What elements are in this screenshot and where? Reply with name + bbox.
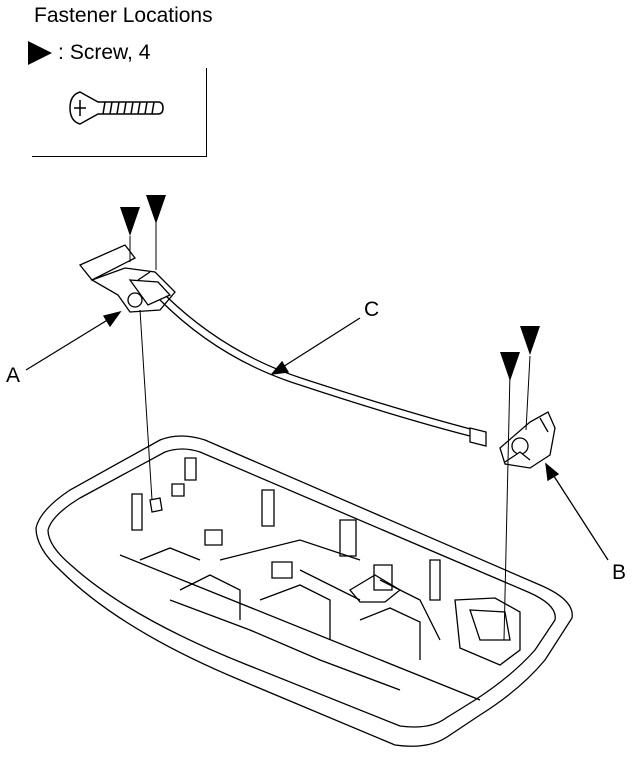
lid-housing — [35, 435, 573, 747]
legend-row: : Screw, 4 — [28, 41, 150, 65]
legend-separator: : — [58, 41, 64, 64]
legend-box — [32, 68, 207, 157]
triangle-marker-icon — [28, 41, 52, 65]
screw-icon — [69, 91, 164, 125]
callout-c: C — [364, 298, 380, 321]
screw-markers — [120, 195, 540, 381]
page-title: Fastener Locations — [34, 4, 213, 27]
alignment-lines — [129, 216, 531, 641]
part-b-striker — [499, 411, 556, 469]
screw-marker-icon — [120, 207, 140, 236]
screw-marker-icon — [500, 352, 520, 381]
part-a-latch — [78, 244, 176, 313]
leader-lines — [25, 310, 609, 561]
screw-marker-icon — [520, 326, 540, 355]
legend-label: Screw, 4 — [69, 41, 151, 64]
cable-c — [159, 295, 487, 447]
screw-marker-icon — [146, 195, 166, 224]
callout-b: B — [612, 561, 627, 584]
callout-a: A — [6, 364, 21, 387]
